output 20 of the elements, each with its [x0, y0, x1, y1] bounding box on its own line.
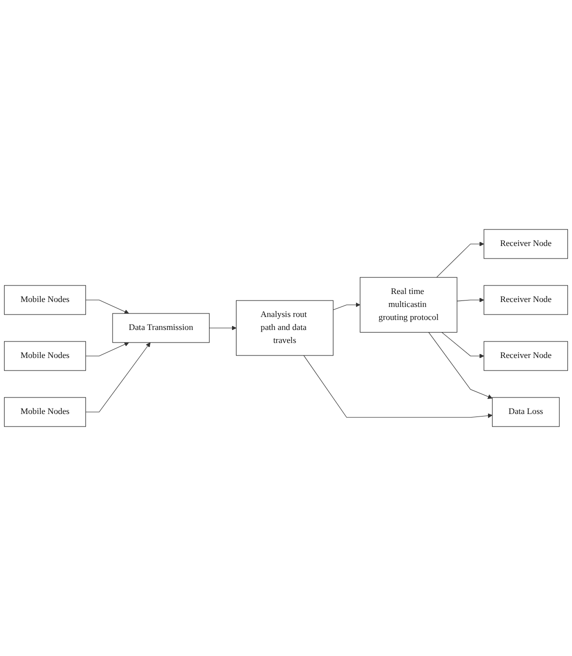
arrow [428, 332, 493, 399]
arrow [456, 298, 484, 302]
arrow [85, 300, 130, 314]
node-box: Mobile Nodes [4, 285, 86, 315]
node-box: Receiver Node [484, 341, 568, 371]
node-box: Mobile Nodes [4, 397, 86, 427]
arrow [85, 342, 150, 412]
arrow [303, 355, 493, 418]
arrow [85, 342, 130, 356]
arrow [332, 302, 360, 310]
arrow [209, 326, 236, 330]
node-box: Real time multicastin grouting protocol [360, 277, 458, 333]
arrow [436, 242, 484, 278]
node-box: Analysis rout path and data travels [236, 300, 334, 356]
node-box: Data Transmission [112, 313, 210, 343]
arrow [442, 332, 484, 358]
node-box: Mobile Nodes [4, 341, 86, 371]
node-box: Receiver Node [484, 285, 568, 315]
node-box: Receiver Node [484, 229, 568, 259]
node-box: Data Loss [492, 397, 560, 427]
